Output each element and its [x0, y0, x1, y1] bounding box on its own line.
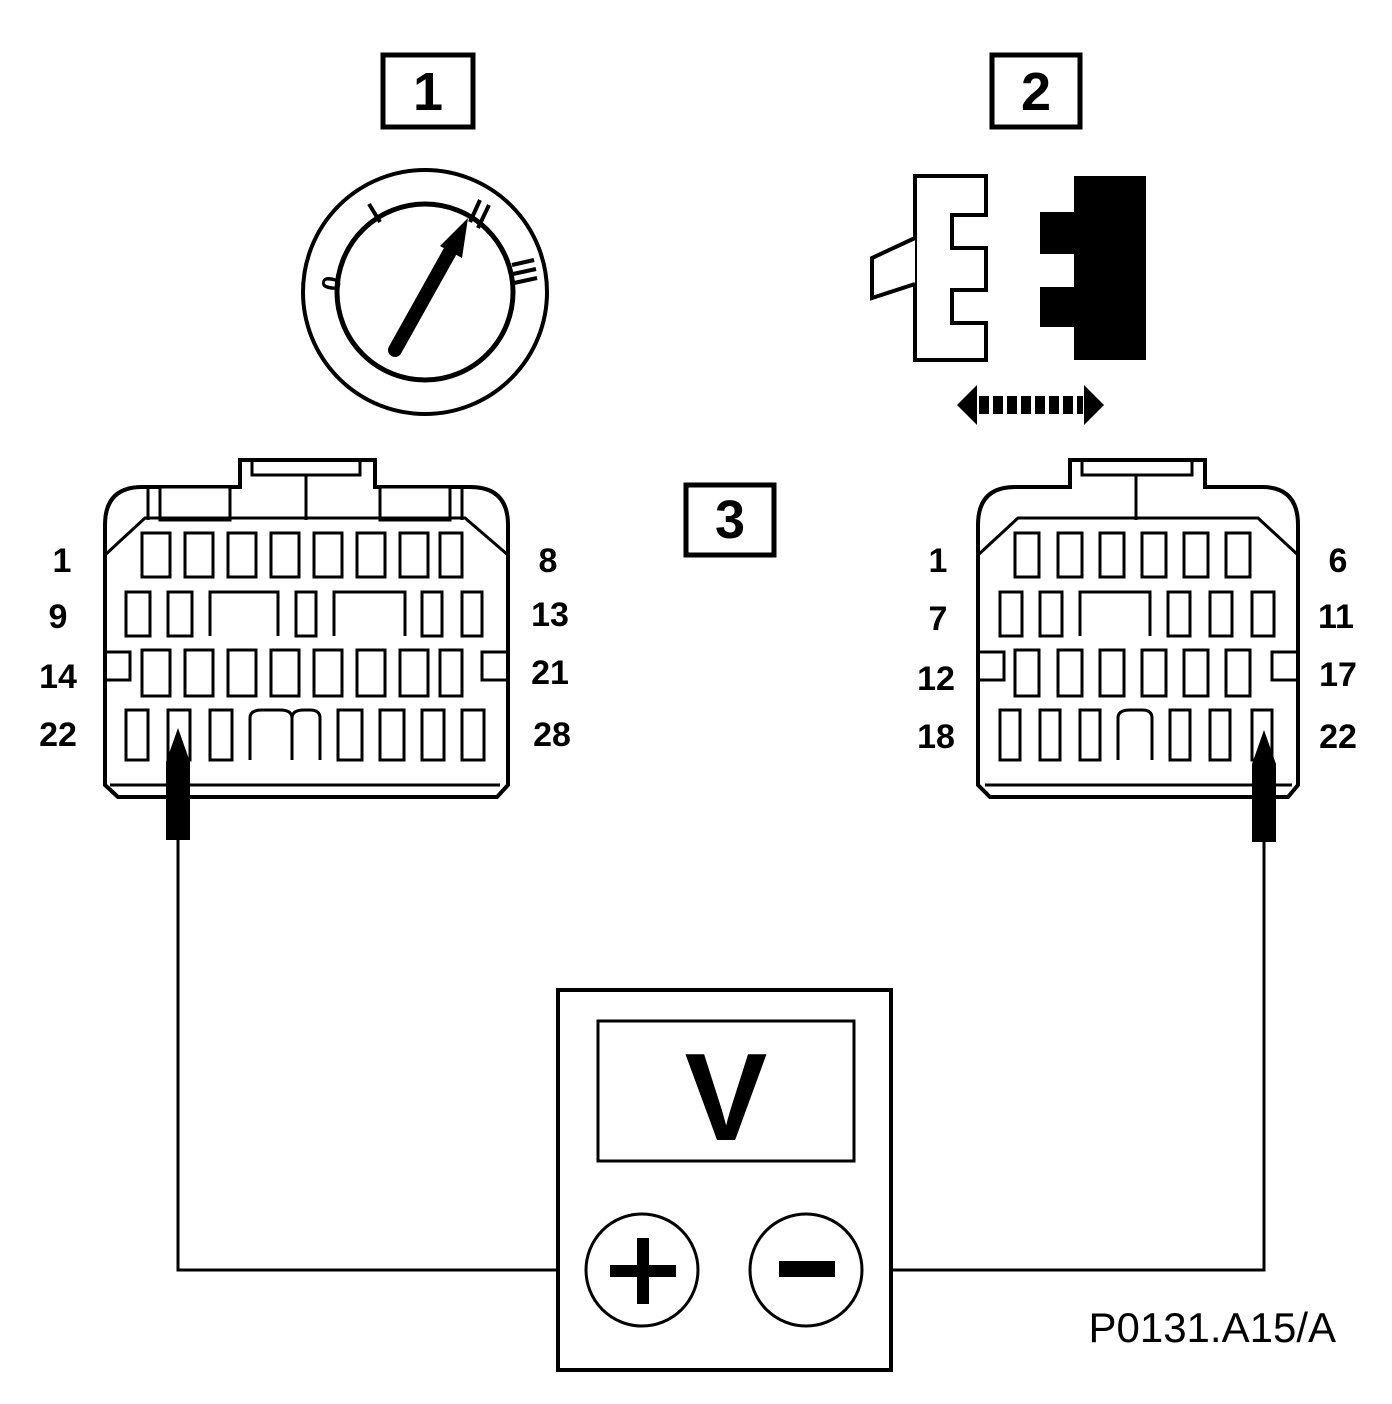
step-label-3: 3 — [683, 482, 777, 558]
right-pin-label-18: 18 — [917, 718, 955, 756]
left-pin-label-14: 14 — [39, 658, 77, 696]
step-label-2: 2 — [989, 52, 1083, 130]
connector-left-cavities — [105, 531, 508, 762]
switch-position-2-mark-b — [476, 204, 491, 229]
right-pin-label-11: 11 — [1318, 598, 1354, 636]
right-pin-label-7: 7 — [929, 600, 948, 638]
minus-icon — [779, 1261, 835, 1277]
voltmeter-display-text: V — [685, 1029, 768, 1167]
left-pin-label-22: 22 — [39, 716, 77, 754]
connector-right: 1 7 12 18 6 11 17 22 — [917, 458, 1357, 799]
ignition-switch-icon: 0 — [301, 168, 549, 416]
switch-position-3-mark-c — [513, 276, 538, 285]
switch-position-1-mark — [367, 202, 382, 224]
voltmeter-display — [596, 1019, 856, 1163]
test-lead-positive — [176, 840, 588, 1272]
step-label-1-text: 1 — [413, 62, 443, 122]
step-label-2-text: 2 — [1021, 62, 1051, 122]
step-label-1: 1 — [380, 52, 476, 130]
double-arrow-icon — [957, 385, 1104, 425]
connector-right-cavities — [978, 531, 1298, 762]
test-lead-negative — [866, 842, 1266, 1272]
right-pin-label-12: 12 — [917, 660, 955, 698]
switch-position-3-mark-b — [512, 267, 537, 276]
connector-disconnect-icon — [870, 174, 1146, 425]
left-pin-label-21: 21 — [531, 654, 569, 692]
left-pin-label-13: 13 — [531, 596, 569, 634]
switch-position-2-mark-a — [468, 199, 482, 223]
right-pin-label-17: 17 — [1319, 656, 1357, 694]
right-pin-label-6: 6 — [1329, 542, 1348, 580]
left-pin-label-28: 28 — [533, 716, 571, 754]
probe-left-icon — [166, 728, 190, 840]
probe-right-icon — [1252, 730, 1276, 842]
right-pin-label-1: 1 — [929, 542, 948, 580]
right-pin-label-22: 22 — [1319, 718, 1357, 756]
left-pin-label-1: 1 — [53, 542, 72, 580]
switch-position-0: 0 — [315, 274, 347, 293]
left-pin-label-9: 9 — [49, 598, 68, 636]
switch-position-3-mark-a — [511, 258, 535, 267]
switch-pointer-arrow — [388, 218, 468, 357]
left-pin-label-8: 8 — [539, 542, 558, 580]
figure-reference-code: P0131.A15/A — [1088, 1304, 1336, 1351]
connector-left: 1 9 14 22 8 13 21 28 — [39, 458, 571, 799]
step-label-3-text: 3 — [715, 490, 745, 550]
voltmeter: V — [556, 988, 893, 1372]
